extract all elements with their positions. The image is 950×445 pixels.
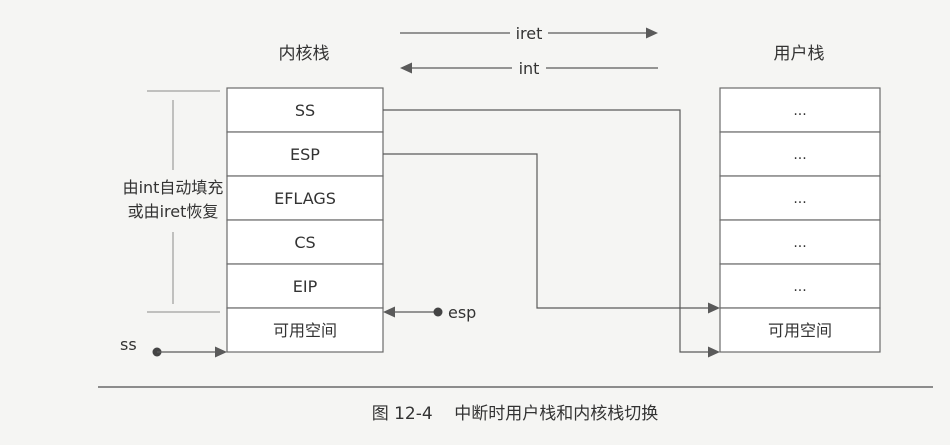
user-stack: ... ... ... ... ... 可用空间 xyxy=(719,87,881,353)
figure-caption: 图 12-4 中断时用户栈和内核栈切换 xyxy=(372,404,659,424)
kernel-cell-label: EIP xyxy=(293,277,318,296)
kernel-cell-label: 可用空间 xyxy=(273,321,337,340)
user-stack-cell xyxy=(719,219,881,265)
user-stack-title: 用户栈 xyxy=(774,44,825,64)
auto-fill-bracket xyxy=(147,90,220,313)
kernel-cell-label: EFLAGS xyxy=(274,189,336,208)
user-stack-cell xyxy=(719,131,881,177)
esp-pointer-label: esp xyxy=(448,303,476,322)
kernel-stack-cell xyxy=(226,263,384,309)
user-cell-label: ... xyxy=(793,191,806,207)
kernel-cell-label: ESP xyxy=(290,145,320,164)
user-cell-label: ... xyxy=(793,235,806,251)
user-cell-label: 可用空间 xyxy=(768,321,832,340)
user-stack-cell xyxy=(719,87,881,133)
user-cell-label: ... xyxy=(793,279,806,295)
esp-connector xyxy=(383,153,720,314)
kernel-cell-label: CS xyxy=(294,233,315,252)
user-cell-label: ... xyxy=(793,147,806,163)
user-stack-cell xyxy=(719,263,881,309)
user-stack-cell xyxy=(719,307,881,353)
kernel-stack-cell xyxy=(226,219,384,265)
esp-pointer xyxy=(383,306,443,318)
esp-pointer-dot xyxy=(433,307,443,317)
kernel-stack-cell xyxy=(226,307,384,353)
ss-connector xyxy=(383,109,720,358)
ss-pointer xyxy=(152,346,227,358)
bracket-label-line2: 或由iret恢复 xyxy=(128,202,219,221)
bracket-label-line1: 由int自动填充 xyxy=(123,178,224,197)
int-label: int xyxy=(519,59,540,78)
int-arrow xyxy=(400,62,658,74)
ss-pointer-label: ss xyxy=(120,335,137,354)
user-cell-label: ... xyxy=(793,103,806,119)
iret-label: iret xyxy=(516,24,543,43)
kernel-stack-title: 内核栈 xyxy=(279,44,330,64)
iret-arrow xyxy=(400,27,658,39)
kernel-stack-cell xyxy=(226,175,384,221)
kernel-stack: SS ESP EFLAGS CS EIP 可用空间 xyxy=(226,87,384,353)
kernel-cell-label: SS xyxy=(295,101,315,120)
